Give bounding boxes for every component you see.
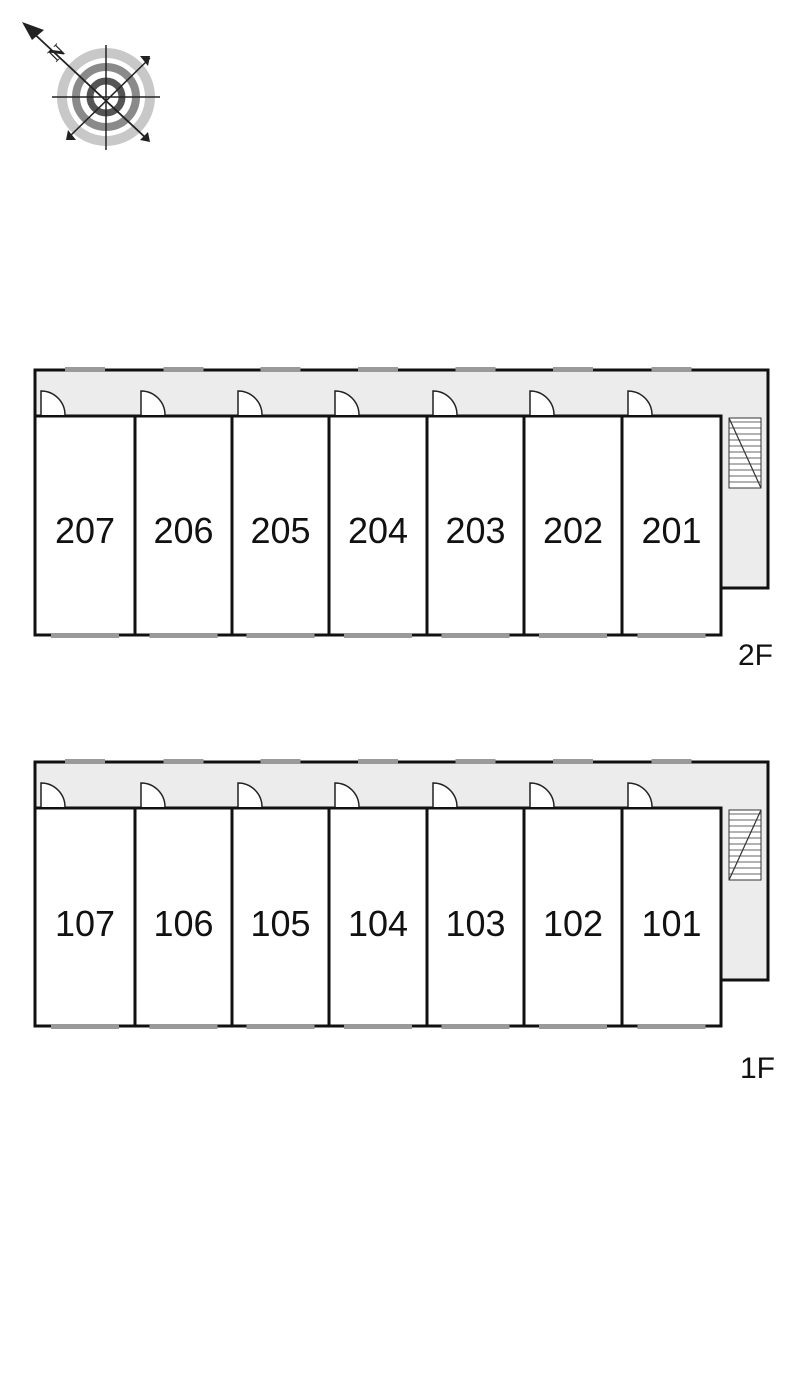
unit-203: 203: [425, 390, 526, 638]
window: [260, 367, 301, 372]
unit-205: 205: [230, 390, 331, 638]
compass-icon: N: [22, 22, 160, 150]
window: [358, 367, 398, 372]
north-arrow-icon: [22, 22, 44, 40]
door-icon: [237, 390, 263, 416]
unit-103: 103: [425, 782, 526, 1029]
door-icon: [627, 782, 653, 808]
door-icon: [40, 390, 66, 416]
window: [65, 759, 105, 764]
stairs-icon: [728, 809, 762, 881]
unit-number: 201: [641, 510, 701, 551]
unit-number: 103: [445, 903, 505, 944]
unit-105: 105: [230, 782, 331, 1029]
unit-202: 202: [522, 390, 624, 638]
window: [163, 759, 204, 764]
unit-number: 203: [445, 510, 505, 551]
balcony-window: [441, 1024, 510, 1029]
unit-104: 104: [327, 782, 429, 1029]
door-icon: [529, 782, 555, 808]
unit-number: 207: [55, 510, 115, 551]
balcony-window: [149, 633, 218, 638]
door-icon: [140, 390, 166, 416]
unit-number: 105: [250, 903, 310, 944]
floor-label-2f: 2F: [738, 639, 773, 672]
unit-number: 204: [348, 510, 408, 551]
door-icon: [40, 782, 66, 808]
balcony-window: [441, 633, 510, 638]
stairs-icon: [728, 417, 762, 489]
door-icon: [237, 782, 263, 808]
door-icon: [140, 782, 166, 808]
unit-201: 201: [620, 390, 723, 638]
balcony-window: [539, 633, 607, 638]
unit-number: 102: [543, 903, 603, 944]
door-icon: [334, 782, 360, 808]
balcony-window: [246, 633, 315, 638]
window: [163, 367, 204, 372]
window: [651, 759, 692, 764]
unit-number: 107: [55, 903, 115, 944]
door-icon: [432, 390, 458, 416]
balcony-window: [344, 1024, 412, 1029]
door-icon: [529, 390, 555, 416]
floor-1f-plan: 107 106 105 104 103 102 101: [33, 759, 770, 1029]
window: [455, 759, 496, 764]
balcony-window: [344, 633, 412, 638]
balcony-window: [637, 633, 706, 638]
door-icon: [627, 390, 653, 416]
unit-number: 205: [250, 510, 310, 551]
unit-number: 104: [348, 903, 408, 944]
window: [455, 367, 496, 372]
unit-number: 202: [543, 510, 603, 551]
unit-207: 207: [33, 390, 137, 638]
unit-number: 106: [153, 903, 213, 944]
floor-label-1f: 1F: [740, 1052, 775, 1085]
balcony-window: [149, 1024, 218, 1029]
unit-206: 206: [133, 390, 234, 638]
window: [260, 759, 301, 764]
floor-2f-plan: 207 206 205 204 203 202 201: [33, 367, 770, 638]
unit-number: 206: [153, 510, 213, 551]
unit-101: 101: [620, 782, 723, 1029]
unit-102: 102: [522, 782, 624, 1029]
door-icon: [334, 390, 360, 416]
window: [553, 759, 593, 764]
window: [65, 367, 105, 372]
balcony-window: [539, 1024, 607, 1029]
unit-number: 101: [641, 903, 701, 944]
unit-107: 107: [33, 782, 137, 1029]
window: [358, 759, 398, 764]
balcony-window: [51, 1024, 119, 1029]
balcony-window: [51, 633, 119, 638]
window: [651, 367, 692, 372]
unit-204: 204: [327, 390, 429, 638]
balcony-window: [637, 1024, 706, 1029]
unit-106: 106: [133, 782, 234, 1029]
compass-north-letter: N: [44, 40, 70, 66]
window: [553, 367, 593, 372]
door-icon: [432, 782, 458, 808]
balcony-window: [246, 1024, 315, 1029]
